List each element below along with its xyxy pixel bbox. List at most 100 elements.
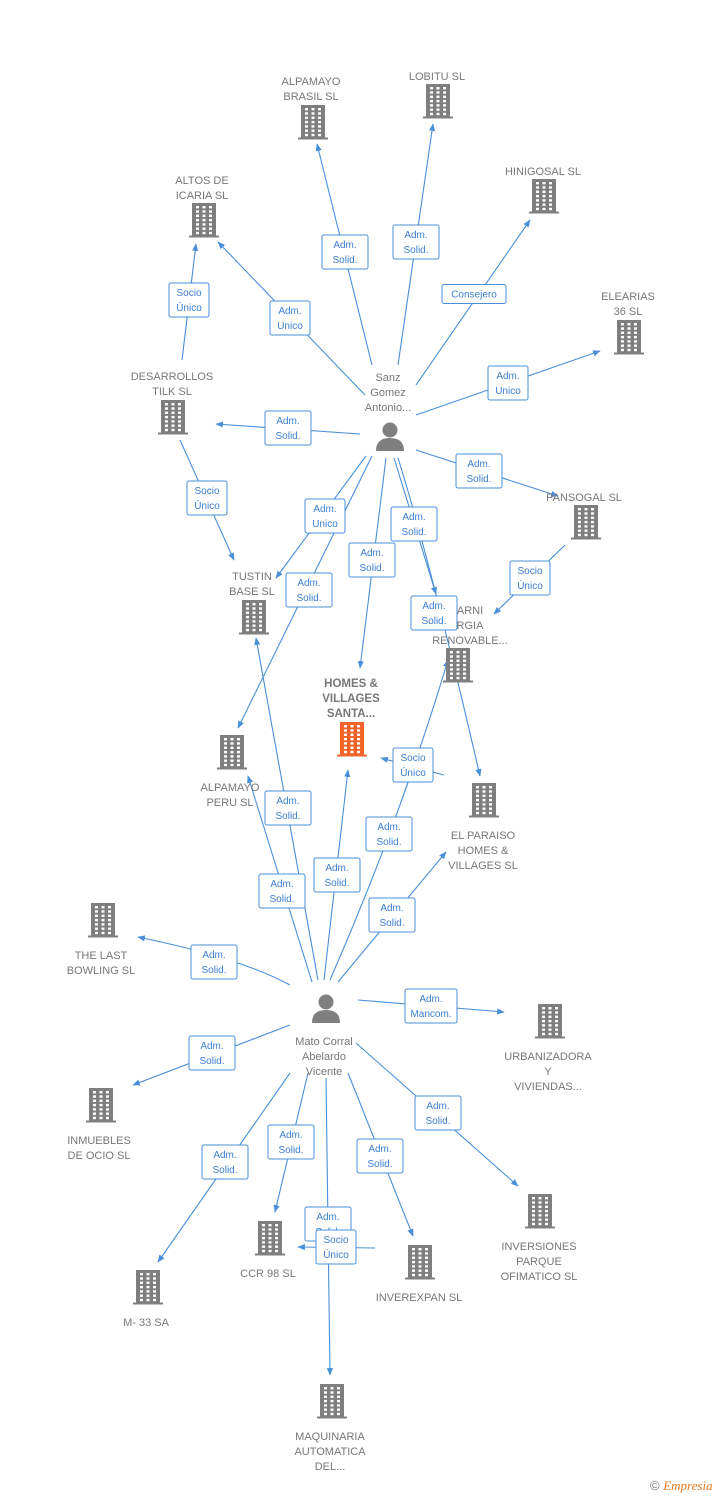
node-label: HINIGOSAL SL — [505, 166, 581, 178]
edge-label-text: Mancom. — [410, 1009, 451, 1020]
edge-label-mato-to-homes_villages[interactable]: Adm.Solid. — [313, 857, 361, 893]
edge-label-box — [509, 560, 551, 596]
node-homes_villages[interactable]: HOMES &VILLAGESSANTA... — [322, 678, 380, 757]
edge-label-mato-to-inmuebles_ocio[interactable]: Adm.Solid. — [188, 1035, 236, 1071]
node-label: VILLAGES SL — [448, 860, 518, 872]
node-label: TILK SL — [152, 386, 192, 398]
edge-labels-layer: Adm.Solid.Adm.Solid.ConsejeroAdm.UnicoSo… — [168, 224, 551, 1265]
node-label: PARQUE — [516, 1256, 562, 1268]
edge-label-box — [348, 542, 396, 578]
node-lobitu[interactable]: LOBITU SL — [409, 71, 465, 119]
building-icon — [158, 400, 188, 435]
edge-label-mato-to-m33[interactable]: Adm.Solid. — [201, 1144, 249, 1180]
edge-label-text: Solid. — [199, 1056, 224, 1067]
edge-label-sanz-to-pansogal[interactable]: Adm. Solid. — [455, 453, 503, 489]
node-sanz[interactable]: SanzGomezAntonio... — [365, 372, 411, 451]
edge-label-mato-to-energia[interactable]: Adm.Solid. — [365, 816, 413, 852]
edge-label-sanz-to-desarrollos_tilk[interactable]: Adm.Solid. — [264, 410, 312, 446]
edge-label-box — [201, 1144, 249, 1180]
building-icon — [88, 903, 118, 938]
node-ccr98[interactable]: CCR 98 SL — [240, 1221, 296, 1280]
node-urbanizadora[interactable]: URBANIZADORAYVIVIENDAS... — [504, 1004, 592, 1093]
edge-label-sanz-to-alpamayo_brasil[interactable]: Adm.Solid. — [321, 234, 369, 270]
edge-label-sanz-to-altos_icaria[interactable]: Adm. Unico — [269, 300, 311, 336]
node-label: Vicente — [306, 1066, 343, 1078]
node-label: ICARIA SL — [176, 190, 229, 202]
node-label: SANTA... — [327, 708, 375, 720]
building-icon — [189, 203, 219, 238]
edge-label-text: Adm. — [325, 863, 348, 874]
edge-label-mato-to-inverexpan[interactable]: Adm.Solid. — [356, 1138, 404, 1174]
edge-label-box — [313, 857, 361, 893]
edge-label-text: Solid. — [425, 1116, 450, 1127]
edge-label-sanz-to-lobitu[interactable]: Adm.Solid. — [392, 224, 440, 260]
node-label: EL PARAISO — [451, 830, 516, 842]
edge-label-text: Solid. — [359, 563, 384, 574]
node-maquinaria[interactable]: MAQUINARIAAUTOMATICADEL... — [294, 1384, 366, 1473]
edge-label-text: Adm. — [279, 1130, 302, 1141]
node-alpamayo_peru[interactable]: ALPAMAYO PERU SL — [201, 735, 260, 809]
edge-label-mato-to-tustin[interactable]: Adm.Solid. — [264, 790, 312, 826]
edge-label-box — [304, 498, 346, 534]
node-label: 36 SL — [614, 306, 643, 318]
node-label: ALPAMAYO — [201, 782, 260, 794]
edge-label-box — [168, 282, 210, 318]
node-label: DEL... — [315, 1461, 346, 1473]
edge-label-text: Adm. — [278, 306, 301, 317]
node-label: LOBITU SL — [409, 71, 465, 83]
edge-label-text: Solid. — [367, 1159, 392, 1170]
brand-logo[interactable]: Empresia — [663, 1478, 713, 1493]
edge-label-sanz-to-tustin[interactable]: Adm.Unico — [304, 498, 346, 534]
edge-label-mato-to-alpamayo_peru[interactable]: Adm.Solid. — [258, 873, 306, 909]
edge-label-box — [269, 300, 311, 336]
edge-label-text: Solid. — [278, 1145, 303, 1156]
node-label: Gomez — [370, 387, 405, 399]
node-label: DE OCIO SL — [68, 1150, 131, 1162]
node-label: PERU SL — [206, 797, 253, 809]
building-icon — [337, 722, 367, 757]
node-label: BOWLING SL — [67, 965, 135, 977]
node-hinigosal[interactable]: HINIGOSAL SL — [505, 166, 581, 214]
edge-label-text: Adm. — [467, 459, 490, 470]
node-desarrollos_tilk[interactable]: DESARROLLOS TILK SL — [131, 371, 214, 435]
edge-label-mato-to-last_bowling[interactable]: Adm.Solid. — [190, 944, 238, 980]
node-m33[interactable]: M- 33 SA — [123, 1270, 170, 1329]
edge-label-mato-to-urbanizadora[interactable]: Adm.Mancom. — [404, 988, 458, 1024]
node-pansogal[interactable]: PANSOGAL SL — [546, 492, 622, 540]
edge-label-sanz-to-homes_villages[interactable]: Adm.Solid. — [348, 542, 396, 578]
edge-label-text: Unico — [277, 321, 303, 332]
edge-label-mato-to-inversiones_parque[interactable]: Adm.Solid. — [414, 1095, 462, 1131]
edge-label-text: Adm. — [333, 240, 356, 251]
edge-label-sanz-to-energia[interactable]: Adm.Solid. — [390, 506, 438, 542]
edge-label-box — [264, 410, 312, 446]
edge-label-mato-to-el_paraiso[interactable]: Adm.Solid. — [368, 897, 416, 933]
node-label: DESARROLLOS — [131, 371, 214, 383]
person-icon — [312, 994, 340, 1023]
edge-label-text: Solid. — [269, 894, 294, 905]
node-inverexpan[interactable]: INVEREXPAN SL — [376, 1245, 463, 1304]
edge-label-mato-to-ccr98[interactable]: Adm. Solid. — [267, 1124, 315, 1160]
node-energia[interactable]: ARNIRGIARENOVABLE... — [432, 605, 508, 683]
edge-label-text: Solid. — [466, 474, 491, 485]
edge-label-sanz-to-el_paraiso[interactable]: Adm.Solid. — [410, 595, 458, 631]
copyright-symbol: © — [650, 1478, 660, 1493]
edge-label-sanz-to-alpamayo_peru[interactable]: Adm.Solid. — [285, 572, 333, 608]
edge-label-sanz-to-hinigosal[interactable]: Consejero — [441, 284, 507, 304]
node-label: MAQUINARIA — [295, 1431, 365, 1443]
edge-label-sanz-to-elearias[interactable]: Adm.Unico — [487, 365, 529, 401]
